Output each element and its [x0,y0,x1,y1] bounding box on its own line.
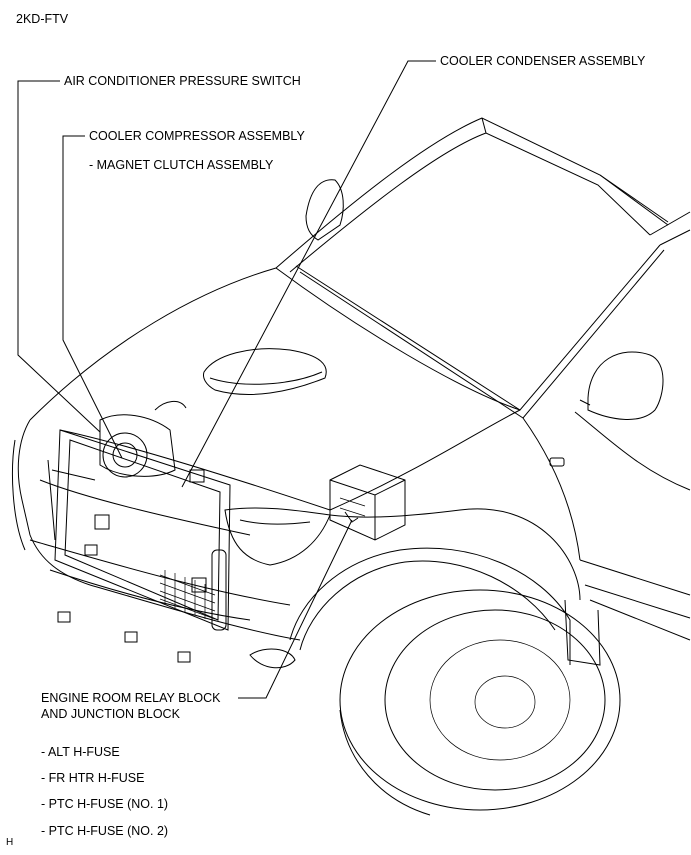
leader-lines [17,60,436,699]
condenser-assembly [47,401,231,631]
engine-room-relay-block-label-line1: ENGINE ROOM RELAY BLOCK [41,691,221,705]
leader-pressure-switch [17,80,101,433]
hood-outline [29,267,521,511]
air-conditioner-pressure-switch-label: AIR CONDITIONER PRESSURE SWITCH [64,74,301,88]
fender-and-wheel [289,508,691,816]
magnet-clutch-assembly-label: - MAGNET CLUTCH ASSEMBLY [89,158,274,172]
fuse-item-fr-htr: - FR HTR H-FUSE [41,771,145,785]
fuse-item-alt: - ALT H-FUSE [41,745,120,759]
leader-condenser [181,60,436,488]
cooler-compressor-assembly-label: COOLER COMPRESSOR ASSEMBLY [89,129,305,143]
relay-block-illustration [329,464,406,541]
leader-compressor [62,135,123,459]
fuse-item-ptc-no2: - PTC H-FUSE (NO. 2) [41,824,169,838]
fuse-item-ptc-no1: - PTC H-FUSE (NO. 1) [41,797,169,811]
engine-room-relay-block-label-line2: AND JUNCTION BLOCK [41,707,180,721]
engine-code-label: 2KD-FTV [16,12,69,26]
front-bumper [12,419,331,669]
corner-mark: H [6,837,14,848]
leader-relay-block [238,519,353,699]
cooler-condenser-assembly-label: COOLER CONDENSER ASSEMBLY [440,54,646,68]
cab-outline [275,117,691,619]
